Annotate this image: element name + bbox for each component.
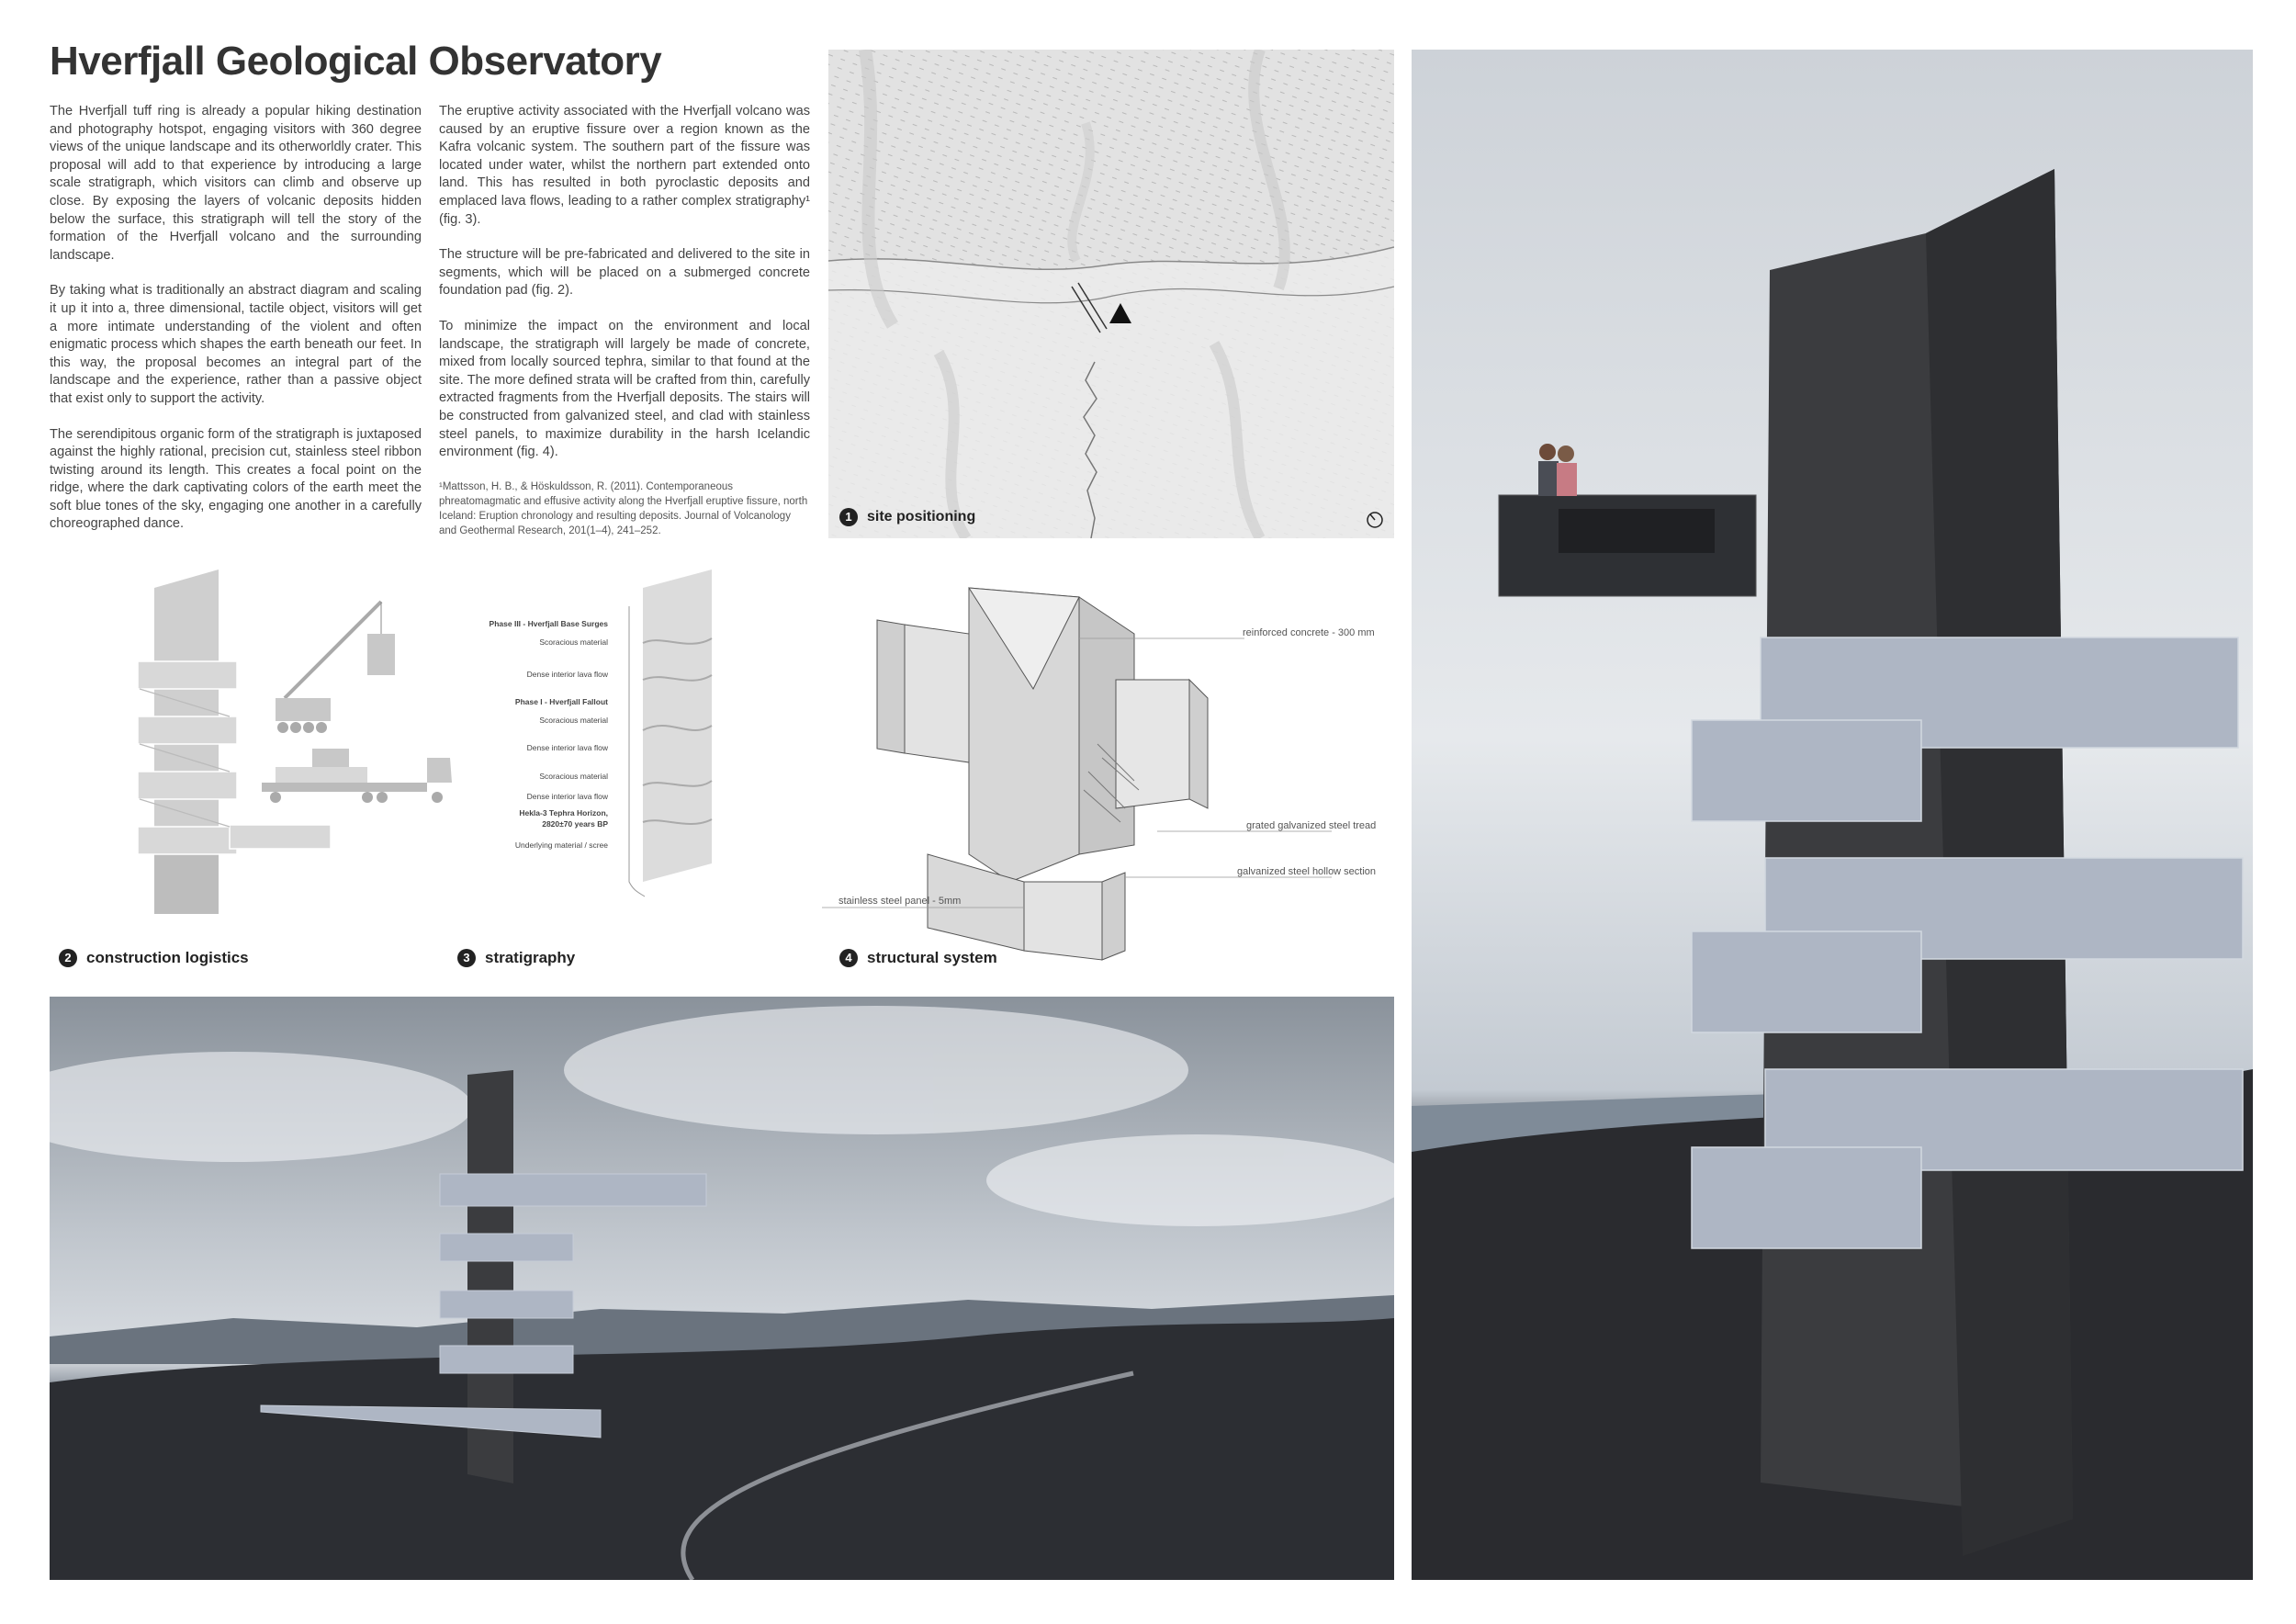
site-positioning-map bbox=[828, 50, 1394, 538]
intro-paragraph-3: The serendipitous organic form of the st… bbox=[50, 426, 422, 532]
page-title: Hverfjall Geological Observatory bbox=[50, 39, 662, 84]
strat-label-9b: 2820±70 years BP bbox=[542, 819, 608, 829]
strat-label-2: Scoracious material bbox=[539, 637, 608, 647]
struct-label-concrete: reinforced concrete - 300 mm bbox=[1243, 627, 1375, 638]
fig2-label: construction logistics bbox=[86, 949, 249, 966]
north-arrow-icon bbox=[1367, 512, 1383, 528]
strat-label-8: Dense interior lava flow bbox=[527, 792, 609, 801]
fig1-label: site positioning bbox=[867, 509, 976, 524]
process-paragraph-2: The structure will be pre-fabricated and… bbox=[439, 247, 810, 299]
fig3-caption: 3 stratigraphy bbox=[457, 949, 575, 967]
intro-paragraph-1: The Hverfjall tuff ring is already a pop… bbox=[50, 104, 422, 263]
site-map-drawing bbox=[828, 50, 1394, 538]
construction-logistics-diagram bbox=[92, 570, 459, 932]
strat-label-1: Phase III - Hverfjall Base Surges bbox=[490, 619, 609, 628]
intro-paragraph-2: By taking what is traditionally an abstr… bbox=[50, 283, 422, 406]
process-paragraph-1: The eruptive activity associated with th… bbox=[439, 104, 810, 227]
strat-label-4: Phase I - Hverfjall Fallout bbox=[515, 697, 608, 706]
strat-label-7: Scoracious material bbox=[539, 772, 608, 781]
fig2-number: 2 bbox=[59, 949, 77, 967]
strat-label-9a: Hekla-3 Tephra Horizon, bbox=[519, 808, 608, 818]
process-paragraph-3: To minimize the impact on the environmen… bbox=[439, 318, 810, 460]
footnote: ¹Mattsson, H. B., & Höskuldsson, R. (201… bbox=[439, 480, 808, 536]
strat-label-10: Underlying material / scree bbox=[515, 840, 608, 850]
visitor-figures bbox=[1538, 444, 1577, 496]
struct-label-hollow: galvanized steel hollow section bbox=[1237, 866, 1376, 877]
fig1-number: 1 bbox=[839, 508, 858, 526]
landscape-render bbox=[50, 997, 1394, 1580]
strat-label-6: Dense interior lava flow bbox=[527, 743, 609, 752]
strat-label-3: Dense interior lava flow bbox=[527, 670, 609, 679]
fig1-caption: 1 site positioning bbox=[839, 508, 975, 526]
fig4-caption: 4 structural system bbox=[839, 949, 997, 967]
process-column: The eruptive activity associated with th… bbox=[439, 103, 810, 556]
strat-label-5: Scoracious material bbox=[539, 716, 608, 725]
closeup-render bbox=[1412, 50, 2253, 1580]
struct-label-tread: grated galvanized steel tread bbox=[1246, 820, 1376, 831]
site-marker-icon bbox=[1109, 303, 1131, 323]
fig4-number: 4 bbox=[839, 949, 858, 967]
stratigraphy-diagram: Phase III - Hverfjall Base Surges Scorac… bbox=[478, 570, 827, 937]
struct-label-panel: stainless steel panel - 5mm bbox=[838, 896, 961, 907]
fig3-label: stratigraphy bbox=[485, 949, 576, 966]
fig4-label: structural system bbox=[867, 949, 997, 966]
intro-column: The Hverfjall tuff ring is already a pop… bbox=[50, 103, 422, 551]
structural-system-diagram: reinforced concrete - 300 mm grated galv… bbox=[822, 579, 1396, 964]
fig2-caption: 2 construction logistics bbox=[59, 949, 249, 967]
fig3-number: 3 bbox=[457, 949, 476, 967]
